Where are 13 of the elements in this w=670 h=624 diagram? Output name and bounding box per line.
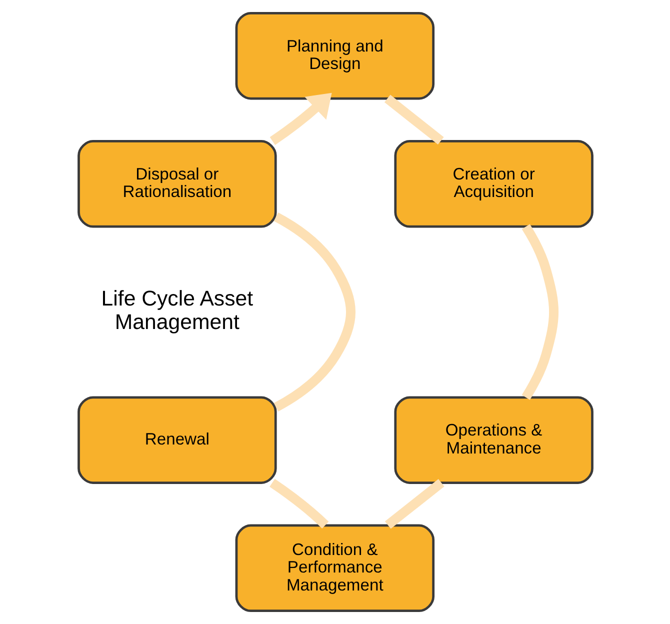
node-box: Disposal or Rationalisation	[77, 140, 276, 228]
connector	[384, 479, 444, 529]
connector	[269, 478, 328, 528]
label: Life Cycle Asset Management	[100, 286, 253, 334]
node-box: Condition & Performance Management	[234, 524, 434, 612]
node-box: Operations & Maintenance	[394, 396, 593, 484]
connector	[273, 212, 355, 412]
node-box: Renewal	[77, 396, 276, 484]
node-box: Creation or Acquisition	[394, 140, 593, 228]
connector	[521, 224, 558, 400]
node-box: Planning and Design	[234, 12, 434, 100]
connector	[384, 94, 444, 145]
arrow	[269, 92, 332, 145]
